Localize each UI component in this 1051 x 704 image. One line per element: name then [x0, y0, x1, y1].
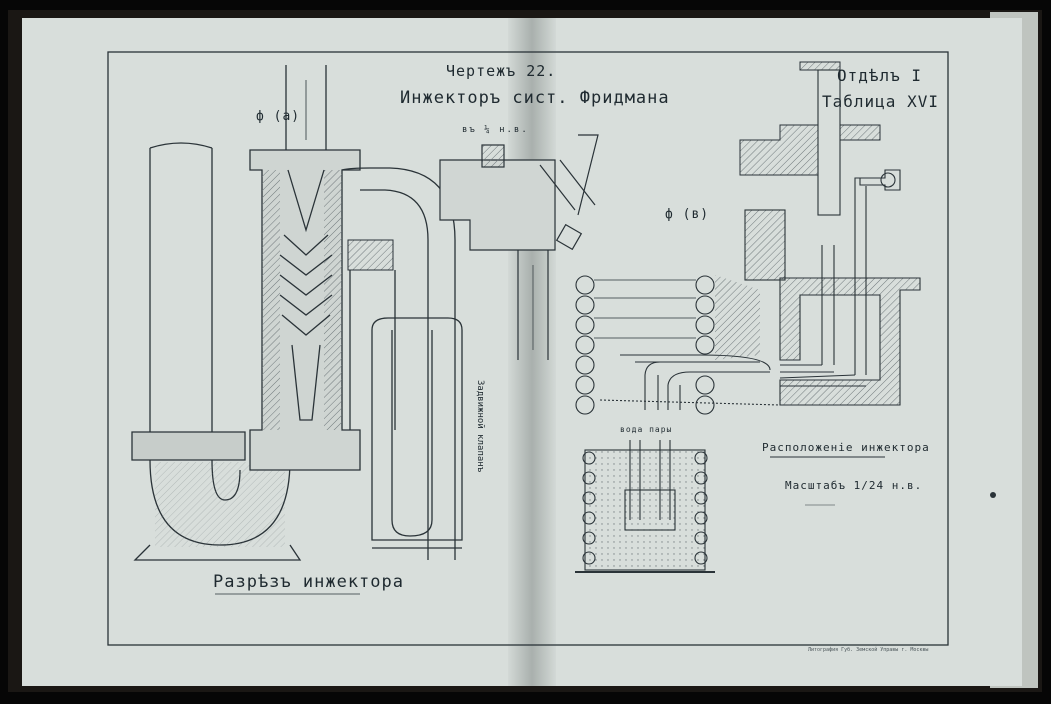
view-label-a: ф (а) [256, 109, 301, 124]
ink-spot [990, 492, 996, 498]
section-number: Отдѣлъ I [837, 66, 923, 85]
log-wall-right [695, 275, 715, 415]
table-number: Таблица XVI [822, 92, 939, 111]
plate-subtitle: Инжекторъ сист. Фридмана [400, 88, 670, 108]
view-label-b: ф (в) [665, 207, 710, 222]
valve-label: Задвижной клапанъ [475, 380, 485, 473]
layout-drawing [575, 61, 921, 573]
pit-logs [582, 451, 708, 565]
valve-drawing [439, 134, 599, 360]
caption-section: Разрѣзъ инжектора [213, 572, 404, 592]
water-label: вода пары [620, 425, 673, 434]
scale-note: Масштабъ 1/24 н.в. [785, 479, 923, 492]
log-wall-left [575, 275, 595, 415]
plate-scale: въ ¼ н.в. [462, 125, 529, 135]
plate-title: Чертежъ 22. [446, 62, 557, 80]
imprint: Литография Губ. Земской Управы г. Москвы [808, 647, 929, 653]
injector-section-drawing [131, 65, 463, 561]
caption-layout: Расположеніе инжектора [762, 441, 930, 454]
gutter [508, 18, 556, 686]
plate-border [107, 51, 949, 646]
